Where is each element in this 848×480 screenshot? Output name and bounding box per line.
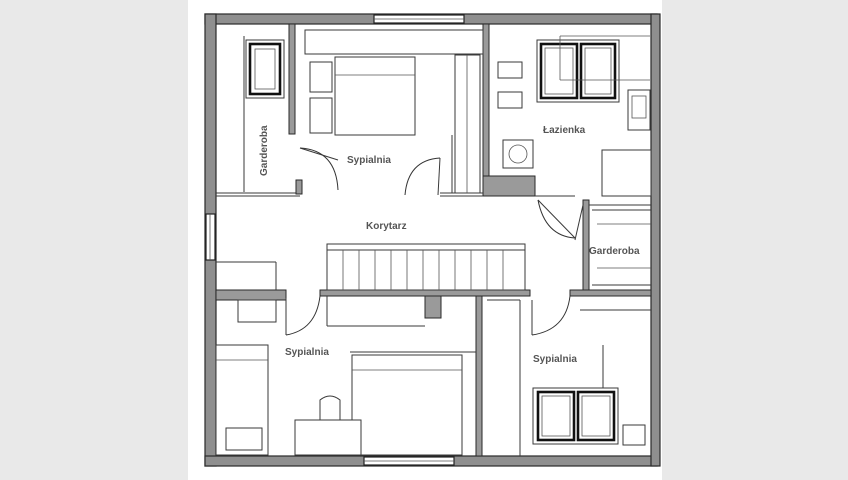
wall-bottom-left-top — [215, 289, 287, 301]
wall-chimney — [424, 295, 442, 319]
bathroom-fixtures — [497, 35, 652, 197]
top-bedroom-furniture — [304, 29, 484, 194]
wall-right — [650, 13, 661, 467]
staircase — [326, 243, 526, 327]
label-lazienka: Łazienka — [543, 125, 586, 136]
window-left — [205, 213, 216, 261]
label-sypialnia-bottom-left: Sypialnia — [285, 347, 329, 358]
wall-bottom-mid — [475, 295, 483, 457]
wall-windows — [205, 14, 465, 466]
label-sypialnia-top: Sypialnia — [347, 155, 391, 166]
wall-stairs-bottom — [319, 289, 531, 297]
bed-bottom — [351, 354, 463, 456]
garderoba-right-furniture — [592, 209, 651, 286]
label-korytarz: Korytarz — [366, 221, 407, 232]
label-garderoba-right: Garderoba — [589, 246, 640, 257]
label-sypialnia-bottom-right: Sypialnia — [533, 354, 577, 365]
label-garderoba-left: Garderoba — [259, 125, 270, 176]
garderoba-left-furniture — [243, 36, 285, 192]
wall-garderoba-left-east — [288, 23, 296, 135]
bottom-right-bedroom-furniture — [487, 299, 651, 456]
wardrobe — [454, 54, 481, 194]
wall-bedroom-bath — [482, 23, 490, 197]
doors — [285, 147, 584, 336]
bed — [334, 56, 416, 136]
room-labels: Garderoba Sypialnia Łazienka Korytarz Ga… — [259, 125, 640, 365]
wall-bath-block — [482, 175, 536, 197]
bottom-left-bedroom-furniture — [215, 261, 476, 456]
interior-walls — [215, 23, 652, 457]
wall-garderoba-right-west — [582, 199, 590, 291]
